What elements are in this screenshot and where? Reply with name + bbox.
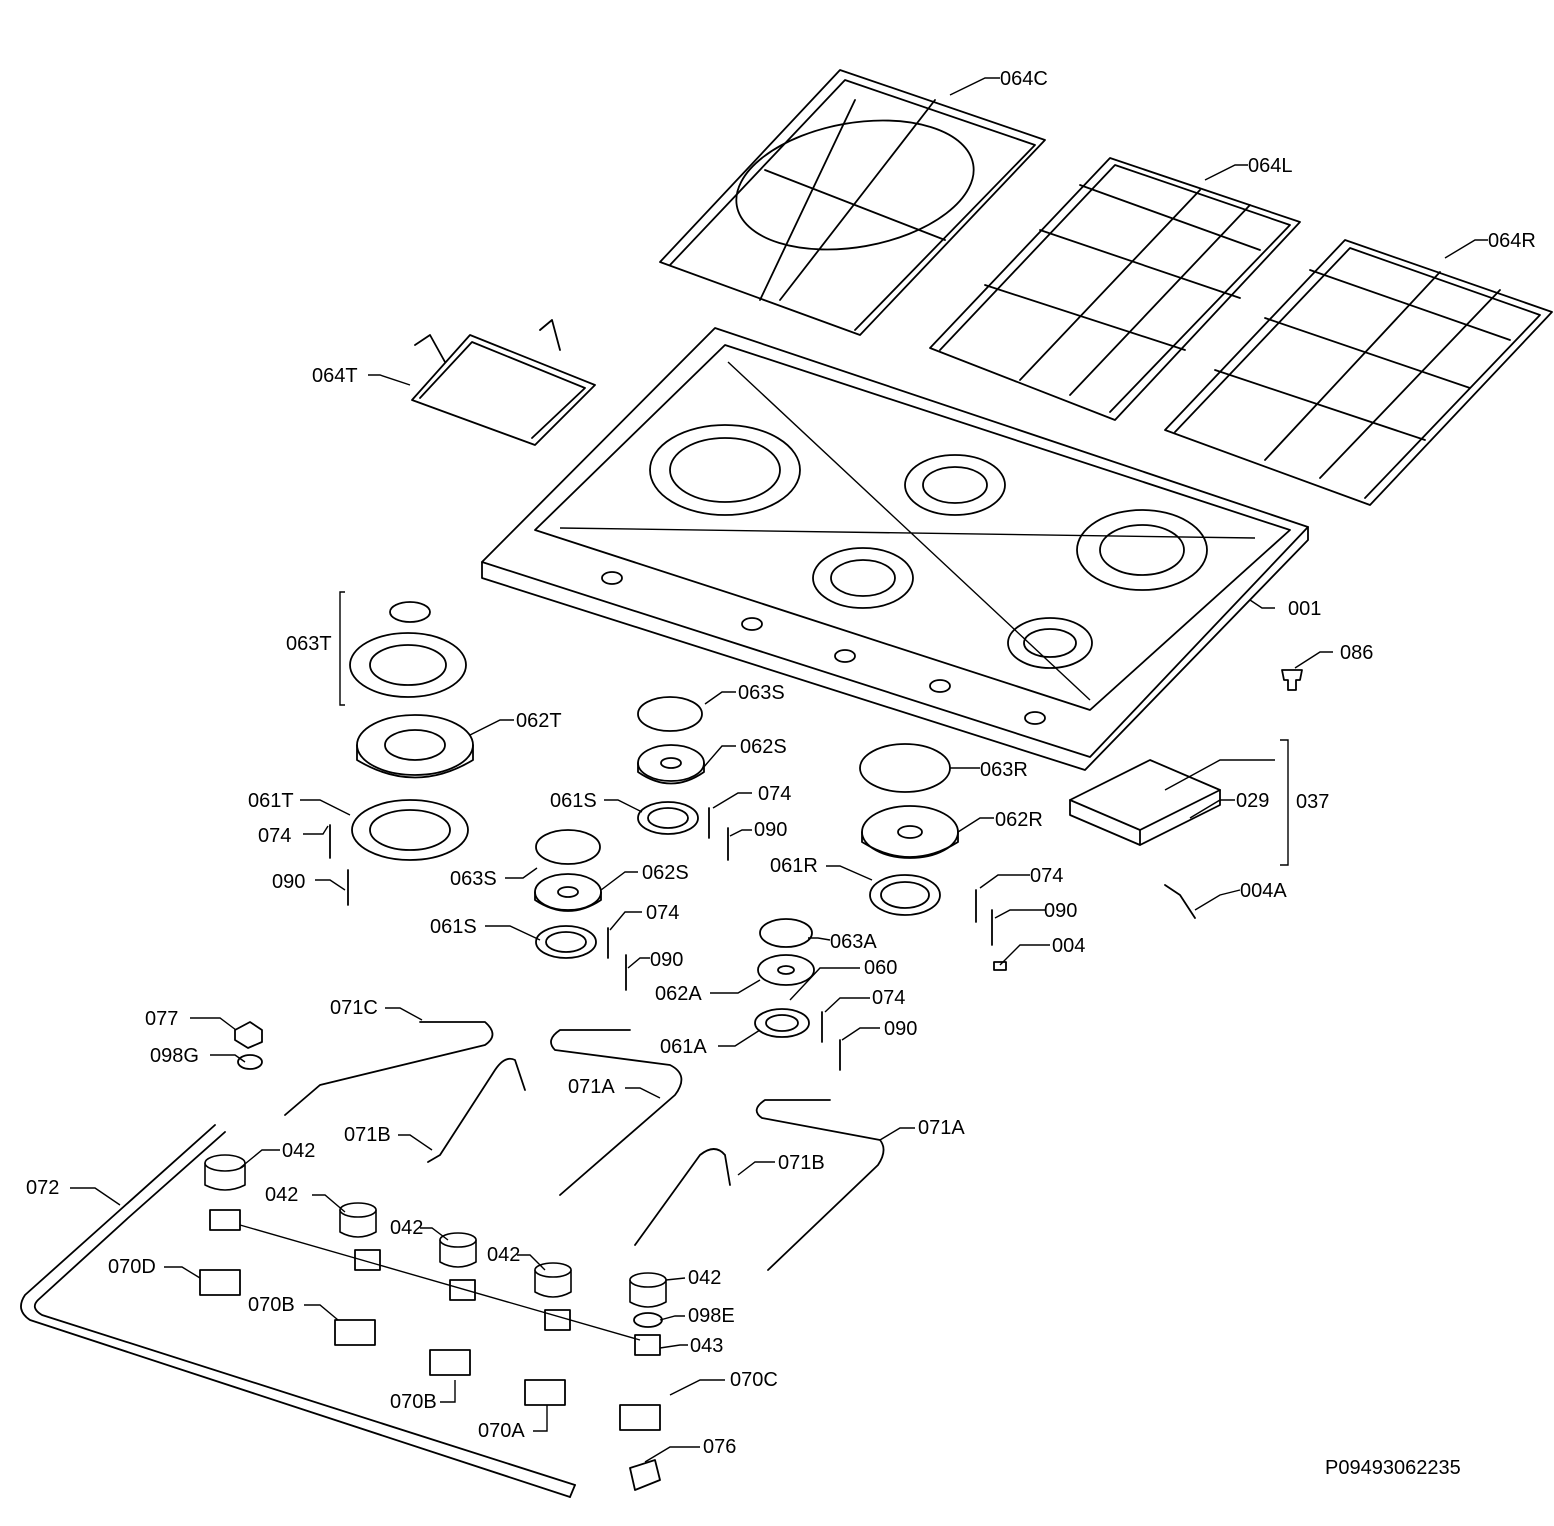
label-037: 037 — [1296, 791, 1329, 813]
label-064C: 064C — [1000, 68, 1048, 90]
gas-rail-072 — [20, 1124, 576, 1498]
label-098E: 098E — [688, 1305, 735, 1327]
label-064R: 064R — [1488, 230, 1536, 252]
pan-support-064C — [659, 69, 1046, 336]
label-071B-left: 071B — [344, 1124, 391, 1146]
burner-cap-063A — [759, 918, 813, 948]
label-074-a: 074 — [758, 783, 791, 805]
label-071C: 071C — [330, 997, 378, 1019]
leader-lines — [70, 77, 1488, 1463]
label-064L: 064L — [1248, 155, 1293, 177]
seal-098G — [237, 1054, 263, 1070]
burner-base-061S-upper — [637, 801, 699, 835]
label-042-e: 042 — [688, 1267, 721, 1289]
burner-062S-lower — [534, 873, 602, 912]
label-072: 072 — [26, 1177, 59, 1199]
label-090-c: 090 — [1044, 900, 1077, 922]
label-042-b: 042 — [265, 1184, 298, 1206]
label-064T: 064T — [312, 365, 358, 387]
label-071B-right: 071B — [778, 1152, 825, 1174]
pan-support-064L — [929, 157, 1301, 421]
burner-cap-063R — [859, 743, 951, 793]
label-001: 001 — [1288, 598, 1321, 620]
connector-076 — [629, 1459, 661, 1491]
label-076: 076 — [703, 1436, 736, 1458]
seal-098E — [633, 1312, 663, 1328]
label-062S-lower: 062S — [642, 862, 689, 884]
gas-pipe-071A-left — [550, 1029, 683, 1196]
burner-base-061S-lower — [535, 925, 597, 959]
label-062S-upper: 062S — [740, 736, 787, 758]
burner-cap-063S-lower — [535, 829, 601, 865]
label-063R: 063R — [980, 759, 1028, 781]
burner-062R — [861, 805, 959, 859]
label-090-e: 090 — [884, 1018, 917, 1040]
label-071A-left: 071A — [568, 1076, 615, 1098]
label-004: 004 — [1052, 935, 1085, 957]
burner-062T — [356, 714, 474, 779]
elbow-077 — [234, 1021, 263, 1049]
burner-base-061R — [869, 874, 941, 916]
label-098G: 098G — [150, 1045, 199, 1067]
label-061S-upper: 061S — [550, 790, 597, 812]
label-061T: 061T — [248, 790, 294, 812]
label-042-a: 042 — [282, 1140, 315, 1162]
thermocouples-090 — [347, 827, 993, 1071]
burner-cap-063S-upper — [637, 696, 703, 732]
knobs-042 — [204, 1154, 667, 1308]
label-070A: 070A — [478, 1420, 525, 1442]
label-063A: 063A — [830, 931, 877, 953]
reference-code: P09493062235 — [1325, 1457, 1461, 1479]
label-029: 029 — [1236, 790, 1269, 812]
label-061S-lower: 061S — [430, 916, 477, 938]
label-074-d: 074 — [646, 902, 679, 924]
gas-pipe-071C — [284, 1021, 494, 1116]
label-074-c: 074 — [1030, 865, 1063, 887]
pan-support-064R — [1164, 239, 1553, 506]
gas-pipe-071A-right — [755, 1099, 885, 1271]
label-090-a: 090 — [754, 819, 787, 841]
cooktop-panel-001 — [481, 327, 1309, 771]
label-070B-right: 070B — [390, 1391, 437, 1413]
label-063S-upper: 063S — [738, 682, 785, 704]
gas-pipe-071B-right — [634, 1148, 731, 1246]
label-004A: 004A — [1240, 880, 1287, 902]
gas-valves-070 — [199, 1269, 661, 1431]
screw-004 — [993, 961, 1007, 971]
screw-086 — [1281, 669, 1303, 691]
burner-062S-upper — [637, 744, 705, 785]
burner-base-061A — [754, 1008, 810, 1038]
electrodes-074 — [329, 807, 977, 1043]
gas-pipe-071B-left — [427, 1057, 526, 1163]
label-074-b: 074 — [258, 825, 291, 847]
label-090-b: 090 — [272, 871, 305, 893]
label-086: 086 — [1340, 642, 1373, 664]
label-062T: 062T — [516, 710, 562, 732]
ignition-harness-043 — [209, 1209, 661, 1356]
label-042-d: 042 — [487, 1244, 520, 1266]
label-043: 043 — [690, 1335, 723, 1357]
label-070B-left: 070B — [248, 1294, 295, 1316]
clip-004A — [1164, 884, 1196, 919]
label-062A: 062A — [655, 983, 702, 1005]
burner-062A — [757, 954, 815, 986]
label-061A: 061A — [660, 1036, 707, 1058]
label-090-d: 090 — [650, 949, 683, 971]
burner-cap-063T — [339, 591, 467, 706]
burner-base-061T — [351, 799, 469, 861]
label-070D: 070D — [108, 1256, 156, 1278]
label-062R: 062R — [995, 809, 1043, 831]
label-061R: 061R — [770, 855, 818, 877]
label-060: 060 — [864, 957, 897, 979]
label-063S-lower: 063S — [450, 868, 497, 890]
label-070C: 070C — [730, 1369, 778, 1391]
label-074-e: 074 — [872, 987, 905, 1009]
label-042-c: 042 — [390, 1217, 423, 1239]
part-labels: 064C 064L 064R 064T 001 086 063T 063S 06… — [26, 68, 1536, 1458]
label-077: 077 — [145, 1008, 178, 1030]
label-071A-right: 071A — [918, 1117, 965, 1139]
pan-support-064T — [411, 319, 596, 446]
label-063T: 063T — [286, 633, 332, 655]
